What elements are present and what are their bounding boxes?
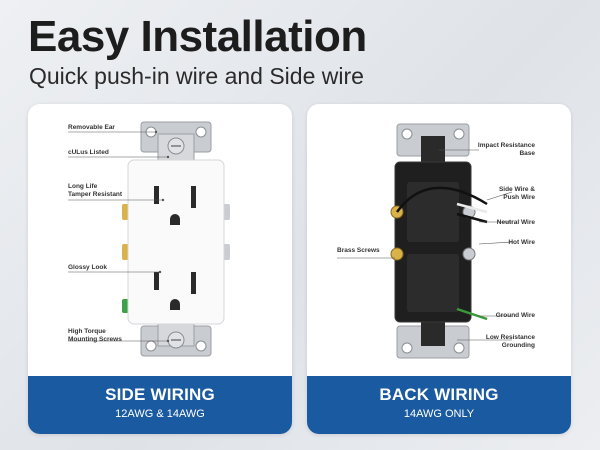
back-wiring-card: Impact Resistance Base Side Wire & Push … (307, 104, 571, 434)
label-glossy-look: Glossy Look (68, 264, 108, 271)
banner-sub-back: 14AWG ONLY (403, 408, 475, 420)
label-tamper-resistant: Long Life Tamper Resistant (68, 183, 123, 198)
label-ground-wire: Ground Wire (495, 312, 535, 319)
banner-sub-side: 12AWG & 14AWG (115, 408, 205, 420)
label-neutral-wire: Neutral Wire (496, 219, 535, 226)
back-wiring-banner: BACK WIRING 14AWG ONLY (307, 376, 571, 434)
banner-title-side: SIDE WIRING (105, 385, 215, 404)
label-brass-screws: Brass Screws (337, 247, 380, 254)
label-low-resistance-grounding: Low Resistance Grounding (485, 334, 535, 349)
page-title: Easy Installation (28, 12, 367, 61)
label-side-push-wire: Side Wire & Push Wire (498, 186, 535, 201)
label-culus-listed: cULus Listed (68, 149, 109, 156)
back-receptacle-illustration (337, 123, 513, 359)
label-impact-resistance: Impact Resistance Base (477, 142, 535, 157)
front-receptacle-illustration (68, 121, 230, 357)
label-hot-wire: Hot Wire (508, 239, 535, 246)
side-wiring-banner: SIDE WIRING 12AWG & 14AWG (28, 376, 292, 434)
side-wiring-card: Removable Ear cULus Listed Long Life Tam… (28, 104, 292, 434)
label-removable-ear: Removable Ear (68, 124, 115, 131)
label-mounting-screws: High Torque Mounting Screws (68, 328, 122, 343)
banner-title-back: BACK WIRING (379, 385, 499, 404)
page-subtitle: Quick push-in wire and Side wire (29, 63, 364, 89)
